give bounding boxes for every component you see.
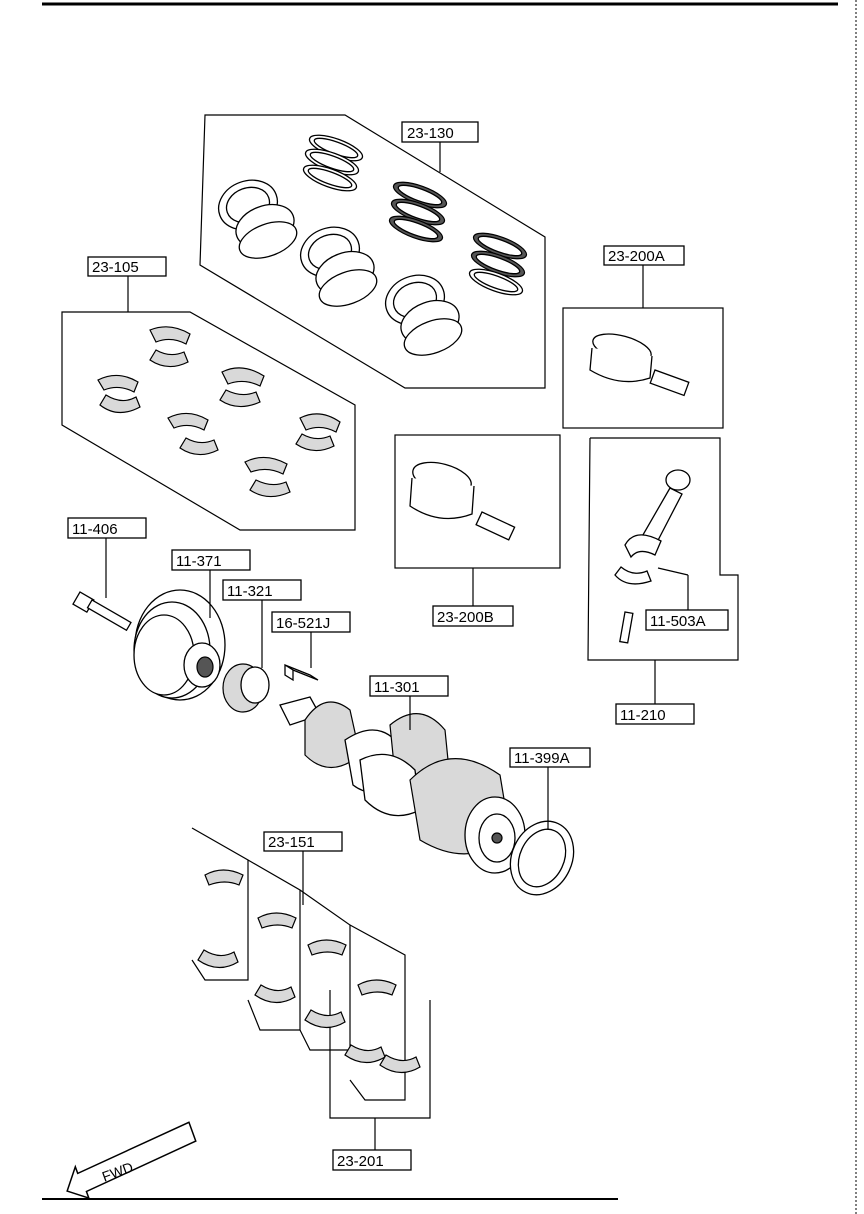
label-text: 23-200B bbox=[437, 609, 494, 626]
piston-and-pin-icon bbox=[562, 307, 724, 429]
part-label-23-200A[interactable]: 23-200A bbox=[603, 245, 685, 266]
label-text: 23-151 bbox=[268, 834, 315, 851]
part-label-11-399A[interactable]: 11-399A bbox=[509, 747, 591, 768]
part-label-23-105[interactable]: 23-105 bbox=[87, 256, 167, 277]
part-label-23-151[interactable]: 23-151 bbox=[263, 831, 343, 852]
label-text: 11-321 bbox=[227, 583, 273, 600]
label-text: 23-130 bbox=[407, 125, 454, 142]
woodruff-key-icon bbox=[284, 663, 319, 682]
part-label-11-503A[interactable]: 11-503A bbox=[645, 609, 729, 631]
part-label-23-200B[interactable]: 23-200B bbox=[432, 605, 514, 627]
crankshaft-icon bbox=[279, 696, 526, 874]
label-text: 23-105 bbox=[92, 259, 139, 276]
piston-ring-set-icon bbox=[199, 114, 546, 389]
bolt-icon bbox=[72, 591, 132, 632]
label-text: 23-200A bbox=[608, 248, 665, 265]
oil-seal-icon bbox=[509, 820, 575, 896]
part-label-11-210[interactable]: 11-210 bbox=[615, 703, 695, 725]
piston-and-pin-icon bbox=[394, 434, 561, 569]
connecting-rod-icon bbox=[587, 437, 739, 661]
timing-sprocket-icon bbox=[222, 663, 270, 713]
main-bearing-set-icon bbox=[191, 827, 431, 1119]
label-text: 11-301 bbox=[374, 679, 420, 696]
label-text: 11-210 bbox=[620, 707, 666, 724]
part-label-11-371[interactable]: 11-371 bbox=[171, 549, 251, 571]
label-text: 11-406 bbox=[72, 521, 118, 538]
crankshaft-pulley-icon bbox=[133, 589, 226, 701]
label-text: 23-201 bbox=[337, 1153, 384, 1170]
connecting-rod-bearing-set-icon bbox=[61, 311, 356, 531]
fwd-arrow-icon: FWD bbox=[66, 1121, 197, 1200]
part-label-16-521J[interactable]: 16-521J bbox=[271, 611, 351, 633]
leader-lines bbox=[105, 142, 689, 1150]
part-label-11-301[interactable]: 11-301 bbox=[369, 675, 449, 697]
part-label-23-201[interactable]: 23-201 bbox=[332, 1149, 412, 1171]
label-text: 11-399A bbox=[514, 750, 570, 767]
label-text: 16-521J bbox=[276, 615, 330, 632]
part-label-11-321[interactable]: 11-321 bbox=[222, 579, 302, 601]
part-label-11-406[interactable]: 11-406 bbox=[67, 517, 147, 539]
part-label-23-130[interactable]: 23-130 bbox=[401, 121, 479, 143]
label-text: 11-503A bbox=[650, 613, 706, 630]
label-text: 11-371 bbox=[176, 553, 222, 570]
